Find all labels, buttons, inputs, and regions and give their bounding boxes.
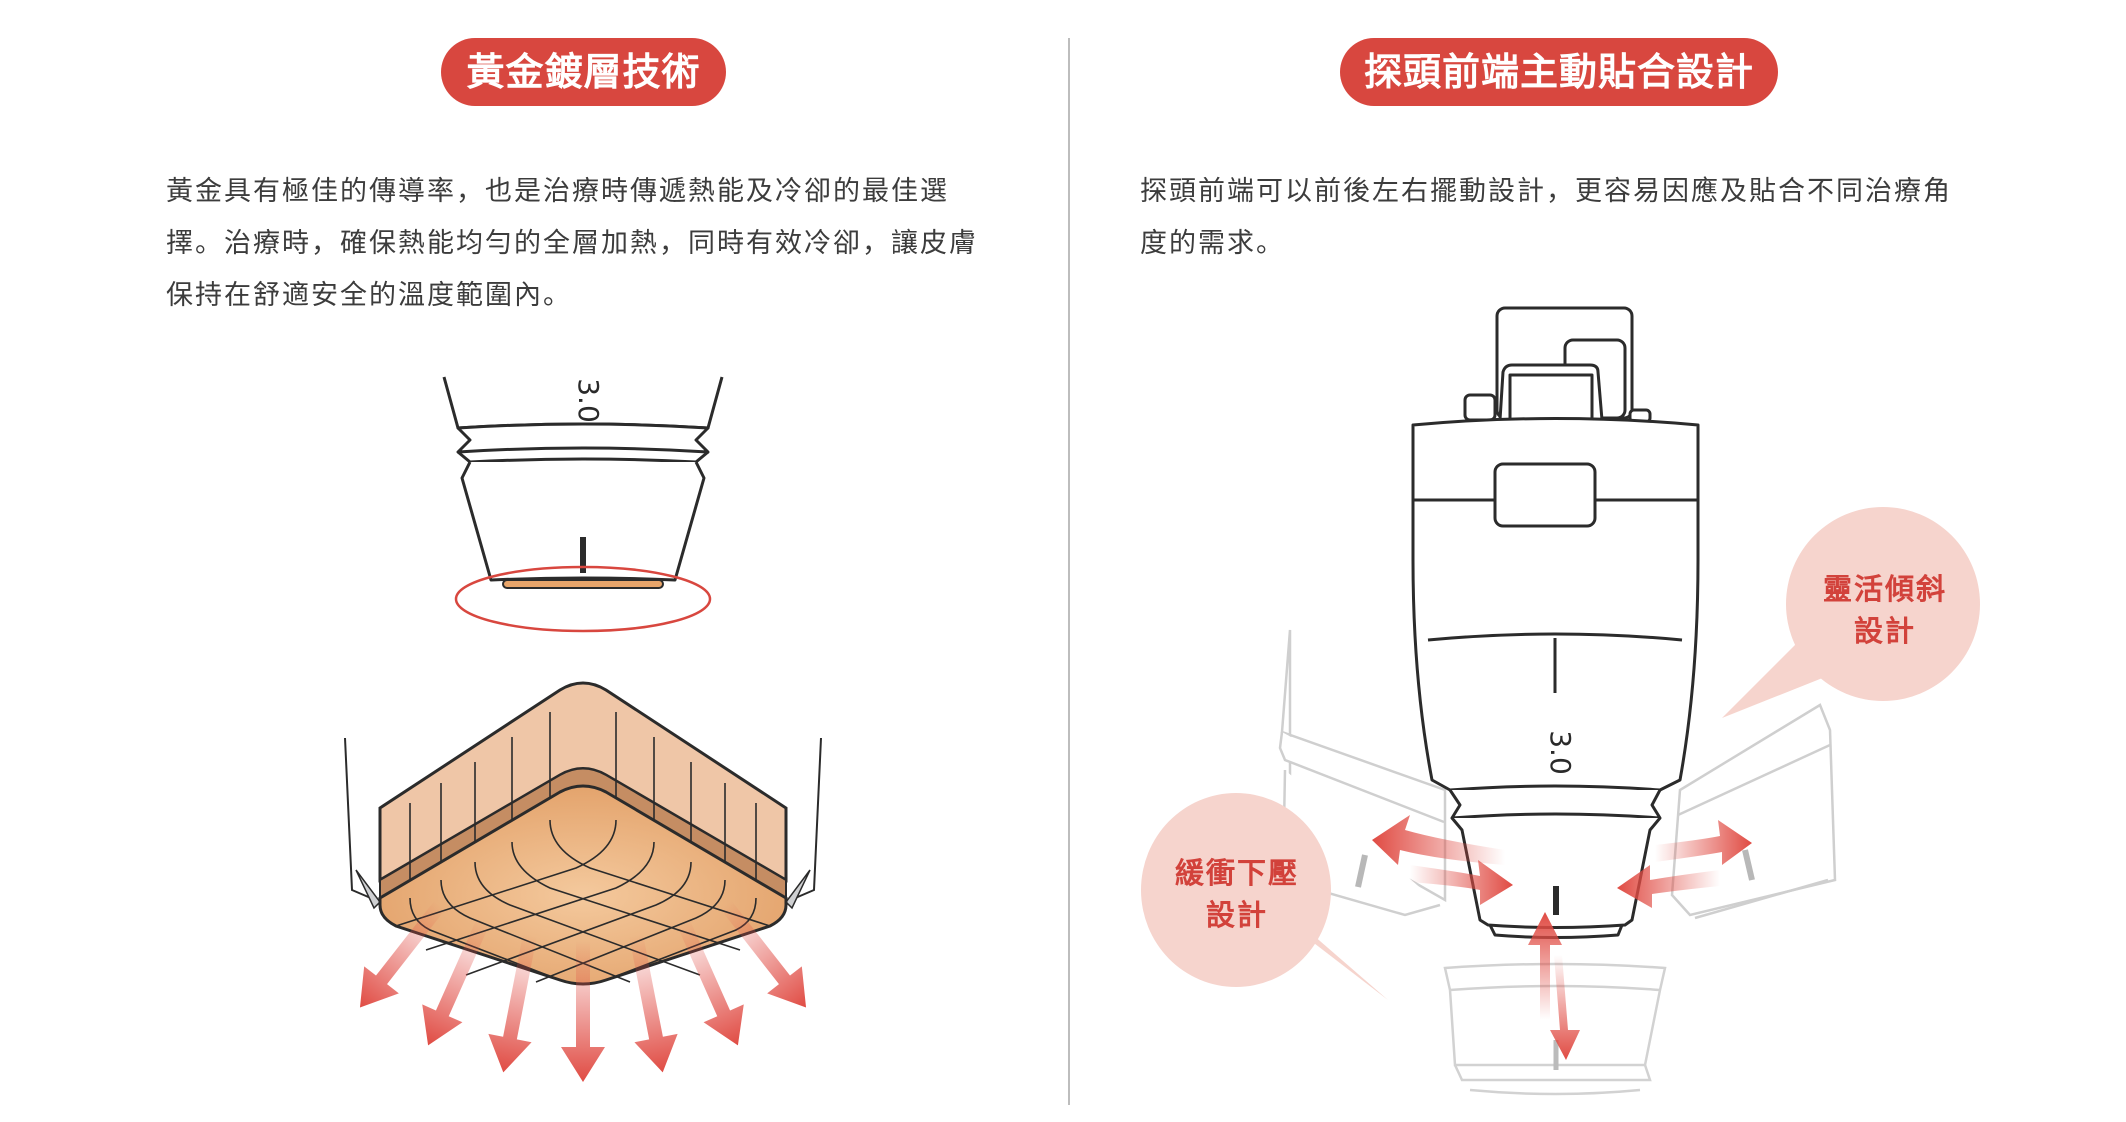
arrow-tilt-left-out [1372,815,1505,865]
paragraph-line: 度的需求。 [1140,228,1285,259]
callout-line: 設計 [1853,614,1916,648]
heat-arrow [359,900,446,1008]
left-probe-gold-tip [502,579,664,589]
arrow-tilt-right-out [1655,820,1752,865]
left-probe-size-label: 3.0 [571,378,605,423]
left-probe-head [442,376,724,582]
paragraph-line: 擇。治療時，確保熱能均勻的全層加熱，同時有效冷卻，讓皮膚 [166,228,978,259]
heat-arrow [629,933,678,1073]
arrow-press-up [1528,912,1562,1020]
paragraph-line: 保持在舒適安全的溫度範圍內。 [166,280,572,311]
callout-line: 靈活傾斜 [1822,572,1947,606]
section-title-probe-fit: 探頭前端主動貼合設計 [1340,38,1778,106]
motion-arrows [1372,815,1752,1060]
arrow-tilt-right-in [1617,865,1720,908]
callout-line: 設計 [1205,898,1268,932]
ghost-probe-lower [1443,962,1667,1096]
callout-press-label: 緩衝下壓 設計 [1142,852,1332,936]
arrow-tilt-left-in [1410,860,1513,905]
ghost-probe-right [1670,703,1837,920]
heat-arrow [422,919,490,1046]
callout-line: 緩衝下壓 [1174,856,1299,890]
heat-arrow [488,933,537,1073]
paragraph-line: 黃金具有極佳的傳導率，也是治療時傳遞熱能及冷卻的最佳選 [166,176,949,207]
highlight-ellipse [454,565,712,633]
heat-arrow [720,900,807,1008]
heat-arrows [359,900,807,1082]
column-divider [1068,38,1070,1105]
heat-arrow [676,919,744,1046]
right-probe-size-label: 3.0 [1543,730,1577,775]
section-title-gold-coating: 黃金鍍層技術 [441,38,726,106]
gold-coating-description: 黃金具有極佳的傳導率，也是治療時傳遞熱能及冷卻的最佳選 擇。治療時，確保熱能均勻… [166,166,1016,322]
callout-bubble-press [1141,793,1388,1000]
heat-arrow [561,940,605,1082]
right-probe-main [1411,306,1700,939]
arrow-press-down [1550,955,1580,1060]
probe-fit-description: 探頭前端可以前後左右擺動設計，更容易因應及貼合不同治療角 度的需求。 [1140,166,2020,270]
callout-bubble-tilt [1722,507,1980,718]
paragraph-line: 探頭前端可以前後左右擺動設計，更容易因應及貼合不同治療角 [1140,176,1952,207]
callout-tilt-label: 靈活傾斜 設計 [1790,568,1980,652]
